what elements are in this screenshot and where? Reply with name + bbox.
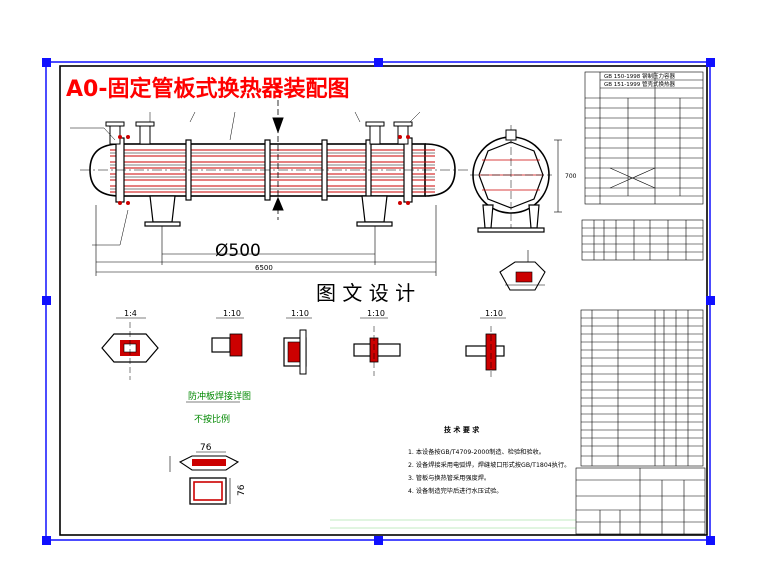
- detail-1-scale: 1:4: [124, 309, 137, 318]
- overall-length-dim: 6500: [255, 264, 273, 272]
- diameter-dim: Ø500: [215, 241, 261, 261]
- detail-4-scale: 1:10: [367, 309, 385, 318]
- detail-4: 1:10: [353, 309, 401, 376]
- gasket-width-dim: 76: [200, 443, 212, 453]
- detail-1: 1:4: [101, 309, 159, 380]
- handle-bm[interactable]: [374, 536, 383, 545]
- not-to-scale-caption: 不按比例: [194, 413, 230, 425]
- detail-5-scale: 1:10: [485, 309, 503, 318]
- height-dim: 700: [565, 173, 577, 180]
- tech-item-1: 1. 本设备按GB/T4709-2000制造、检验和验收。: [408, 448, 545, 456]
- detail-5: 1:10: [465, 309, 506, 378]
- design-data-table: [584, 71, 704, 205]
- handle-tl[interactable]: [42, 58, 51, 67]
- handle-bl[interactable]: [42, 536, 51, 545]
- gasket-height-dim: 76: [237, 484, 247, 496]
- selection-handles[interactable]: [42, 58, 715, 545]
- plate-detail: 76 76: [169, 443, 247, 505]
- technical-requirements: 技 术 要 求 1. 本设备按GB/T4709-2000制造、检验和验收。 2.…: [408, 425, 570, 495]
- parts-list: [580, 309, 704, 467]
- tech-item-4: 4. 设备制造完毕后进行水压试验。: [408, 487, 503, 495]
- detail-views: 1:4 1:10 1:10 1:10: [101, 309, 506, 380]
- standard-line-2: GB 151-1999 管壳式换热器: [604, 80, 676, 88]
- handle-tm[interactable]: [374, 58, 383, 67]
- standard-line-1: GB 150-1998 钢制压力容器: [604, 72, 676, 80]
- detail-2: 1:10: [211, 309, 244, 357]
- tech-item-3: 3. 管板与换热管采用强度焊。: [408, 474, 490, 482]
- section-view: 700: [470, 125, 577, 233]
- watermark: 图 文 设 计: [316, 281, 415, 305]
- handle-lm[interactable]: [42, 296, 51, 305]
- drawing-title: A0-固定管板式换热器装配图: [66, 76, 349, 102]
- handle-br[interactable]: [706, 536, 715, 545]
- detail-2-scale: 1:10: [223, 309, 241, 318]
- weld-detail: [499, 250, 546, 291]
- tube-bundle: [110, 149, 435, 193]
- title-block: [575, 467, 706, 535]
- main-elevation-view: Ø500 6500: [70, 100, 470, 276]
- handle-tr[interactable]: [706, 58, 715, 67]
- nozzle-table: [581, 219, 704, 261]
- detail-3-scale: 1:10: [291, 309, 309, 318]
- anti-impingement-caption: 防冲板焊接详图: [188, 390, 251, 402]
- detail-3: 1:10: [283, 309, 312, 375]
- tech-item-2: 2. 设备焊接采用电弧焊，焊缝坡口形式按GB/T1804执行。: [408, 461, 570, 469]
- reference-grid: [330, 519, 576, 529]
- handle-rm[interactable]: [706, 296, 715, 305]
- tech-heading: 技 术 要 求: [444, 425, 480, 434]
